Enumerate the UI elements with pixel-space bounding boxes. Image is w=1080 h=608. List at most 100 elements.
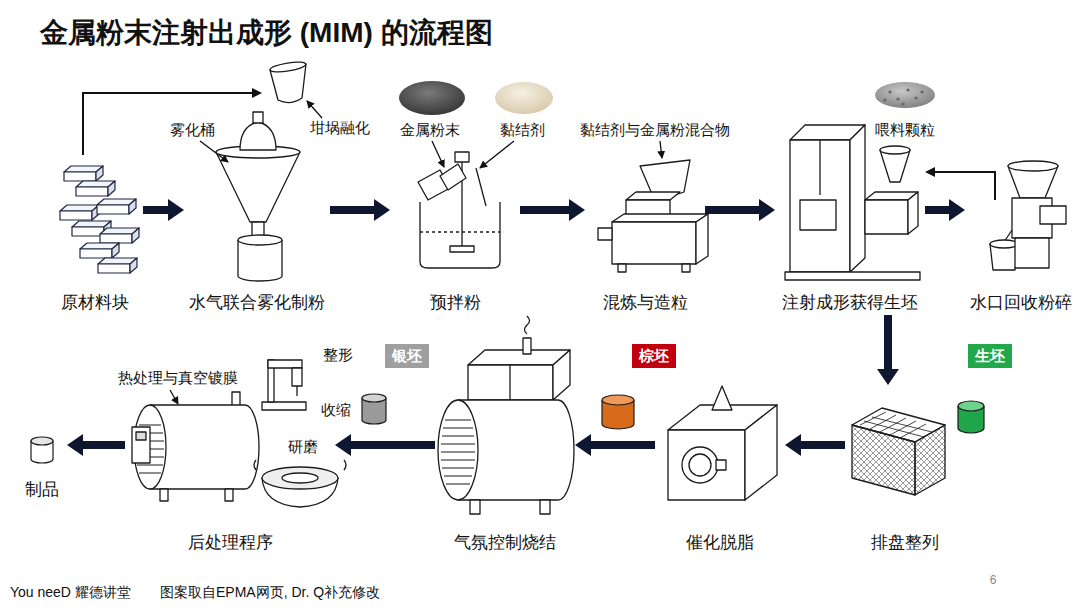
arrow-head	[925, 167, 935, 177]
kneader	[598, 228, 612, 240]
part-label: 收缩	[321, 401, 351, 419]
grinding-bowl	[254, 460, 346, 507]
powder-piles	[495, 82, 553, 114]
step-caption: 催化脱脂	[686, 533, 754, 553]
sintering-furnace	[441, 420, 475, 484]
process-step: 混炼与造粒	[585, 160, 705, 315]
arrow-shaft	[705, 206, 760, 214]
arrow-head	[575, 434, 591, 456]
step-caption: 混炼与造粒	[603, 293, 688, 313]
stage-tag: 棕坯	[632, 344, 676, 368]
flow-arrow	[785, 434, 845, 456]
pellet-pile	[914, 96, 917, 99]
atomizer	[253, 112, 263, 123]
flow-arrow	[520, 199, 585, 221]
leader-line	[170, 390, 178, 404]
grinding-bowl	[262, 467, 338, 489]
step-caption: 制品	[25, 480, 59, 500]
post-furnace	[160, 489, 168, 501]
raw-blocks	[64, 166, 103, 181]
flow-arrow	[705, 199, 775, 221]
sintering-furnace	[438, 316, 574, 514]
kneader	[618, 264, 626, 272]
injection-machine	[785, 272, 920, 280]
debinding-oven	[745, 405, 777, 500]
kneader	[598, 160, 708, 272]
flow-arrow	[575, 434, 655, 456]
pellet-pile	[901, 102, 904, 105]
debinding-oven	[668, 430, 745, 500]
powder-piles	[399, 81, 465, 115]
step-caption: 排盘整列	[871, 533, 939, 553]
pellet-pile	[875, 82, 935, 108]
raw-blocks	[97, 199, 136, 214]
footer-note: You neeD 耀德讲堂	[10, 584, 131, 601]
kneader	[640, 160, 690, 196]
silver-part	[362, 394, 386, 402]
step-caption: 注射成形获得生坯	[782, 293, 918, 313]
injection-machine	[865, 200, 908, 234]
atomizer	[216, 112, 300, 281]
arrow-head	[569, 199, 585, 221]
arrow-head	[949, 199, 965, 221]
green-part	[958, 401, 984, 411]
footer-note: 6	[990, 573, 997, 587]
flow-arrow	[143, 199, 184, 221]
pellet-pile	[906, 88, 909, 91]
part-label: 研磨	[288, 438, 318, 456]
sintering-furnace	[509, 365, 510, 400]
stage-tag: 银坯	[385, 344, 429, 368]
debinding-oven	[712, 386, 732, 410]
leader-line	[170, 101, 662, 404]
step-caption: 气氛控制烧结	[454, 533, 556, 553]
debinding-oven	[716, 460, 726, 470]
atomizer	[238, 240, 282, 281]
pellet-pile	[888, 90, 891, 93]
arrow-shaft	[82, 441, 125, 449]
process-step: 水口回收粉碎	[965, 200, 1077, 315]
raw-blocks	[100, 228, 139, 243]
crucible	[270, 60, 307, 74]
premix-mixer	[450, 246, 474, 252]
powder-piles	[399, 81, 553, 115]
pellet-pile	[875, 82, 935, 108]
kneader	[612, 214, 708, 222]
pellet-pile	[883, 98, 886, 101]
injection-machine	[785, 125, 920, 280]
arrow-head	[785, 434, 801, 456]
step-caption: 水气联合雾化制粉	[189, 293, 325, 313]
step-caption: 后处理程序	[188, 533, 273, 553]
granulator	[1040, 206, 1066, 224]
atomizer	[240, 122, 276, 150]
return-arrow	[83, 88, 262, 155]
process-step: 注射成形获得生坯	[775, 110, 925, 315]
sizing-press	[268, 360, 302, 368]
part-label: 金属粉末	[400, 121, 460, 139]
part-label: 黏结剂	[500, 121, 545, 139]
leader-line	[480, 141, 514, 168]
granulator	[1015, 238, 1049, 268]
process-step: 原材料块	[47, 155, 143, 315]
arrow-shaft	[520, 206, 570, 214]
brown-part	[602, 395, 634, 405]
leader-line	[307, 101, 322, 118]
flow-arrow	[925, 199, 965, 221]
injection-machine	[819, 140, 820, 195]
sizing-press	[296, 386, 297, 396]
post-furnace	[132, 392, 259, 501]
injection-machine	[880, 150, 910, 182]
granulator	[990, 161, 1066, 270]
part-label: 雾化桶	[170, 121, 215, 139]
sizing-press	[292, 368, 302, 386]
post-furnace	[225, 489, 233, 501]
atomizer	[216, 152, 300, 222]
sintering-furnace	[470, 500, 480, 514]
part-label: 黏结剂与金属粉混合物	[580, 121, 730, 139]
arrow-shaft	[590, 441, 655, 449]
kneader	[612, 222, 696, 264]
footer-note: 图案取自EPMA网页, Dr. Q补充修改	[160, 584, 380, 601]
premix-mixer	[440, 164, 466, 190]
stage-tag: 生坯	[968, 344, 1012, 368]
process-step: 预拌粉	[390, 150, 520, 315]
